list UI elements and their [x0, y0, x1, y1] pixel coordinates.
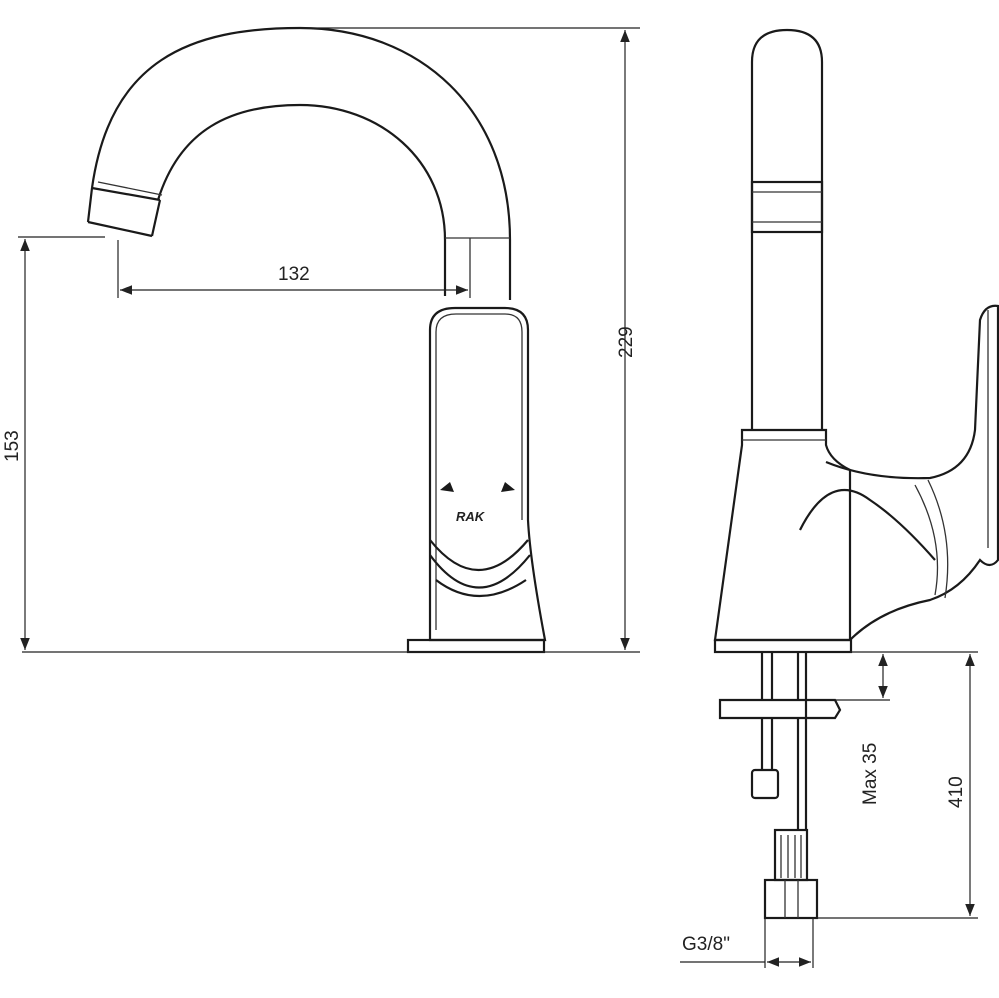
handle-front — [429, 539, 531, 597]
front-dimensions: 229 153 132 — [2, 27, 640, 653]
side-view — [713, 28, 999, 920]
spout-outer — [90, 26, 512, 300]
dim-hose-length: 410 — [946, 776, 967, 808]
dim-max-thickness: Max 35 — [860, 743, 881, 805]
aerator-ring — [750, 180, 824, 234]
dim-thread: G3/8" — [682, 934, 730, 955]
spout-side — [750, 28, 824, 430]
mounting-nut — [718, 698, 842, 720]
body-side — [713, 428, 852, 642]
dim-spout-height: 153 — [2, 430, 23, 462]
hose-nut — [763, 878, 819, 920]
body — [428, 306, 547, 642]
dim-spout-reach: 132 — [278, 264, 310, 285]
handle-side — [799, 304, 999, 641]
dim-total-height: 229 — [616, 326, 637, 358]
front-view: RAK — [86, 26, 547, 654]
spout-inner — [156, 103, 447, 296]
logo: RAK — [456, 509, 486, 524]
spout-tip — [86, 186, 162, 238]
base-plate-side — [713, 638, 853, 654]
side-dimensions: Max 35 410 G3/8" — [680, 651, 978, 968]
base-plate — [406, 638, 546, 654]
